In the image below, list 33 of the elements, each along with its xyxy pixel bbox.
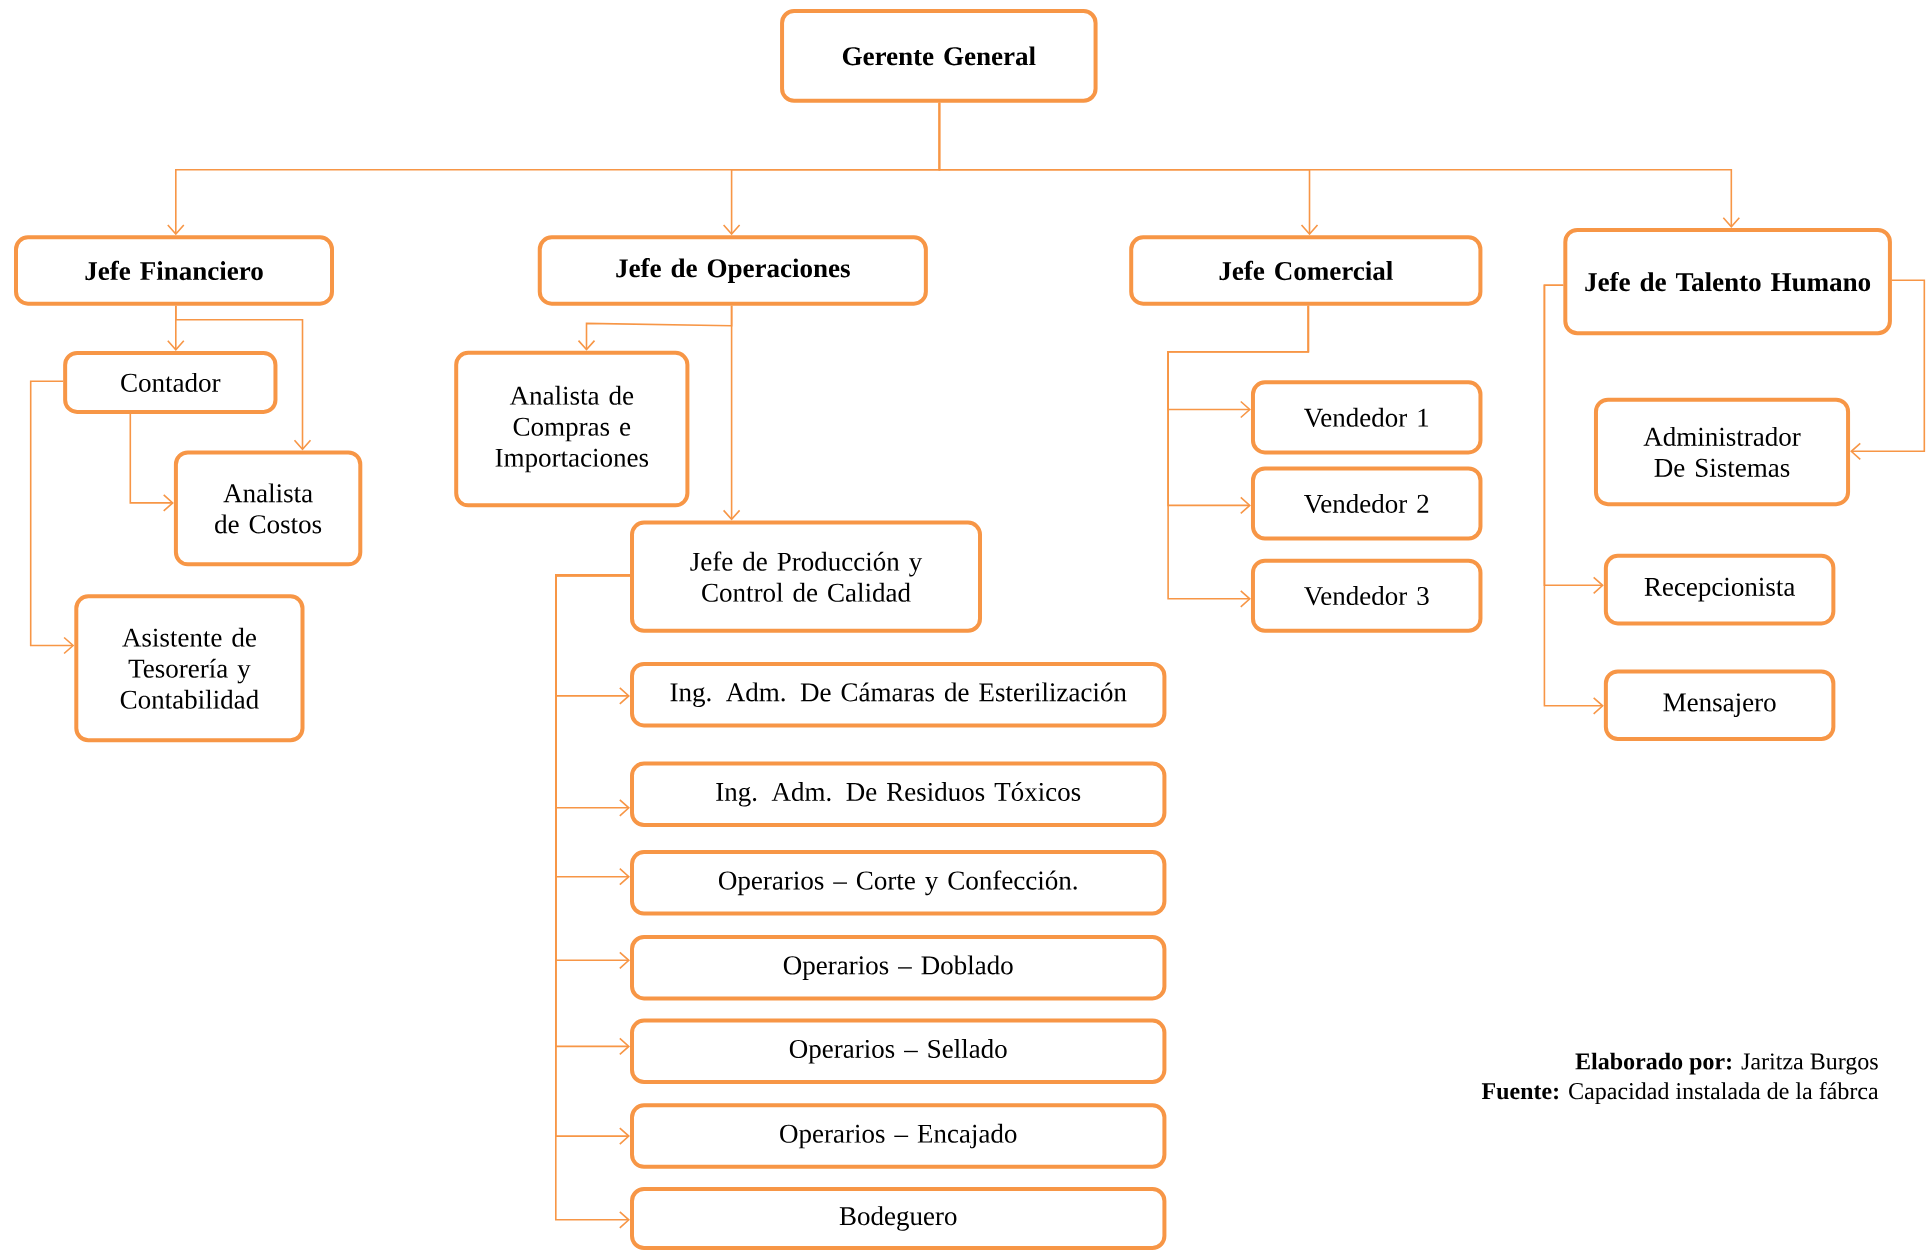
connector-arrow bbox=[1850, 279, 1926, 461]
org-box: Analista de Compras e Importaciones bbox=[454, 350, 690, 508]
org-box: Operarios – Encajado bbox=[630, 1103, 1167, 1169]
connector-arrow bbox=[29, 380, 75, 655]
connector-arrow bbox=[1543, 284, 1604, 715]
org-box: Bodeguero bbox=[630, 1187, 1167, 1250]
org-box: Jefe de Operaciones bbox=[537, 235, 928, 306]
org-box: Vendedor 1 bbox=[1250, 380, 1483, 455]
connector-arrow bbox=[129, 413, 174, 512]
org-box: Vendedor 3 bbox=[1250, 558, 1483, 633]
org-box: Asistente de Tesorería y Contabilidad bbox=[74, 594, 305, 743]
org-box: Gerente General bbox=[780, 9, 1098, 103]
org-box: Operarios – Doblado bbox=[630, 934, 1167, 1001]
org-box: Ing. Adm. De Cámaras de Esterilización bbox=[630, 661, 1167, 728]
org-box: Recepcionista bbox=[1603, 553, 1836, 626]
org-box: Analista de Costos bbox=[173, 450, 363, 567]
org-box: Operarios – Corte y Confección. bbox=[630, 850, 1167, 916]
connector-arrow bbox=[1167, 304, 1310, 608]
connector-arrow bbox=[175, 304, 312, 451]
connector-arrow bbox=[722, 304, 741, 521]
org-box: Ing. Adm. De Residuos Tóxicos bbox=[630, 761, 1167, 828]
org-box: Jefe Financiero bbox=[14, 235, 334, 306]
org-box: Administrador De Sistemas bbox=[1593, 397, 1851, 507]
org-box: Contador bbox=[63, 350, 278, 414]
org-box: Jefe de Producción y Control de Calidad bbox=[630, 520, 982, 633]
org-box: Jefe Comercial bbox=[1129, 235, 1483, 306]
note-text: Fuente: Capacidad instalada de la fábrca bbox=[1481, 1082, 1879, 1105]
org-box: Vendedor 2 bbox=[1250, 466, 1483, 541]
org-box: Mensajero bbox=[1603, 669, 1836, 741]
connector-arrow bbox=[938, 102, 1741, 228]
org-box: Operarios – Sellado bbox=[630, 1018, 1167, 1085]
note-text: Elaborado por: Jaritza Burgos bbox=[1575, 1052, 1878, 1075]
org-box: Jefe de Talento Humano bbox=[1563, 227, 1892, 336]
